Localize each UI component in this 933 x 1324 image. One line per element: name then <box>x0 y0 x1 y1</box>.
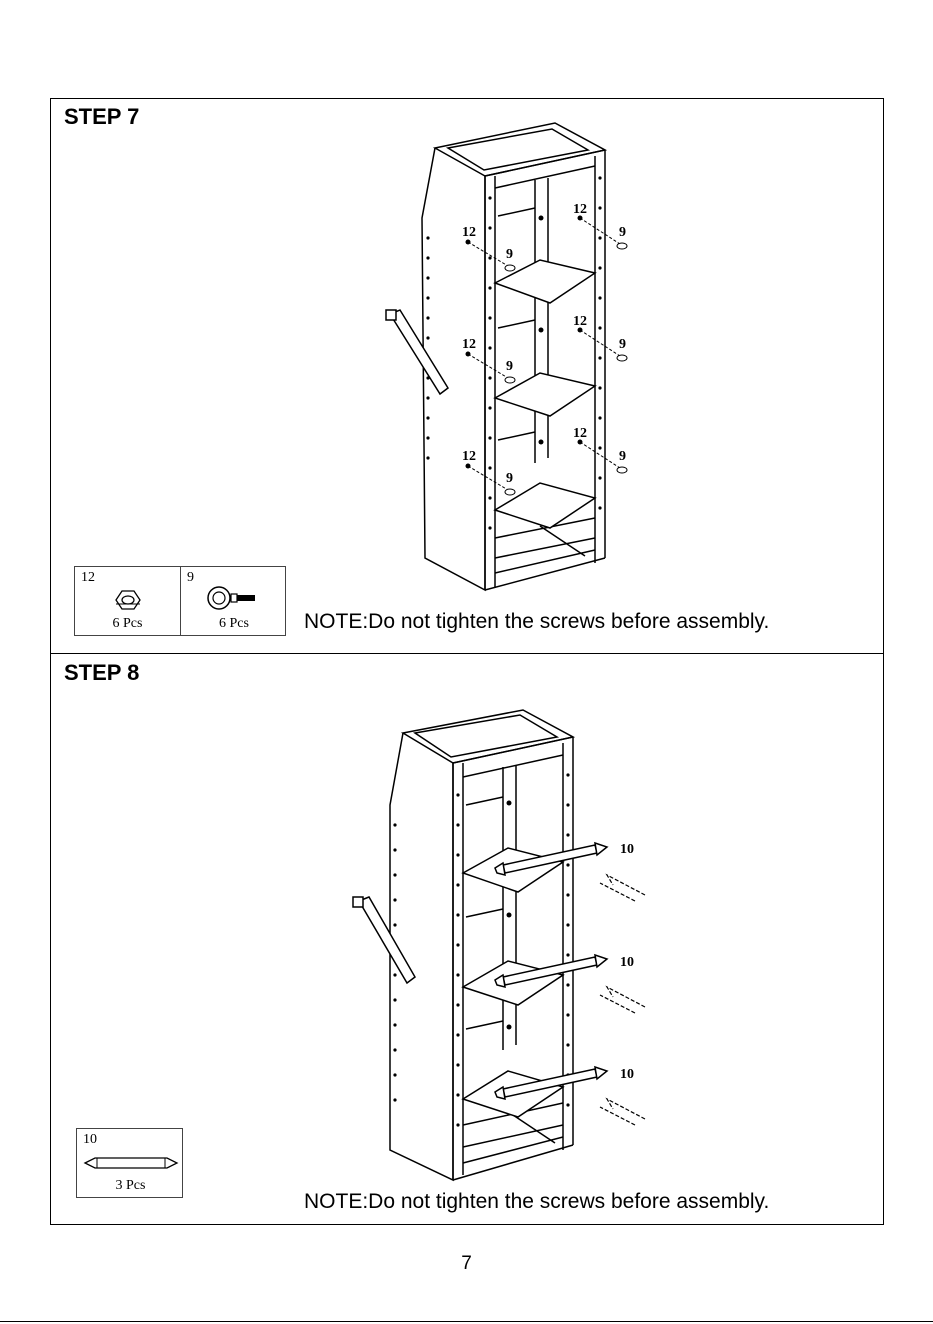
step-7-title: STEP 7 <box>64 104 139 130</box>
step-divider <box>50 653 884 654</box>
part-cell-nut: 12 6 Pcs <box>75 567 181 635</box>
step-8-parts-box: 10 3 Pcs <box>76 1128 183 1198</box>
part-qty: 3 Pcs <box>77 1178 184 1194</box>
part-cell-bolt: 9 6 Pcs <box>181 567 287 635</box>
eye-bolt-icon <box>205 583 261 613</box>
step-7-diagram: 12 9 12 9 12 9 12 9 12 9 12 9 <box>380 118 660 594</box>
callout-rod: 10 <box>620 1067 634 1082</box>
step-7-parts-box: 12 6 Pcs 9 6 Pcs <box>74 566 286 636</box>
part-code: 10 <box>83 1132 97 1148</box>
callout-bolt: 9 <box>506 359 513 374</box>
part-qty: 6 Pcs <box>75 616 180 632</box>
callout-screw: 12 <box>462 449 476 464</box>
callout-bolt: 9 <box>506 247 513 262</box>
callout-screw: 12 <box>462 225 476 240</box>
callout-rod: 10 <box>620 955 634 970</box>
callout-screw: 12 <box>462 337 476 352</box>
callout-bolt: 9 <box>506 471 513 486</box>
step-8-title: STEP 8 <box>64 660 139 686</box>
callout-bolt: 9 <box>619 337 626 352</box>
rod-icon <box>83 1155 179 1171</box>
callout-screw: 12 <box>573 314 587 329</box>
callout-bolt: 9 <box>619 449 626 464</box>
part-cell-rod: 10 3 Pcs <box>77 1129 184 1197</box>
part-qty: 6 Pcs <box>181 616 287 632</box>
callout-rod: 10 <box>620 842 634 857</box>
hex-nut-icon <box>113 588 143 612</box>
part-code: 12 <box>81 570 95 586</box>
page-number: 7 <box>0 1253 933 1275</box>
part-code: 9 <box>187 570 194 586</box>
callout-screw: 12 <box>573 202 587 217</box>
callout-bolt: 9 <box>619 225 626 240</box>
bottom-rule <box>0 1321 933 1322</box>
step-8-diagram: 10 10 10 <box>345 705 655 1183</box>
step-8-note: NOTE:Do not tighten the screws before as… <box>304 1190 769 1214</box>
callout-screw: 12 <box>573 426 587 441</box>
step-7-note: NOTE:Do not tighten the screws before as… <box>304 610 769 634</box>
